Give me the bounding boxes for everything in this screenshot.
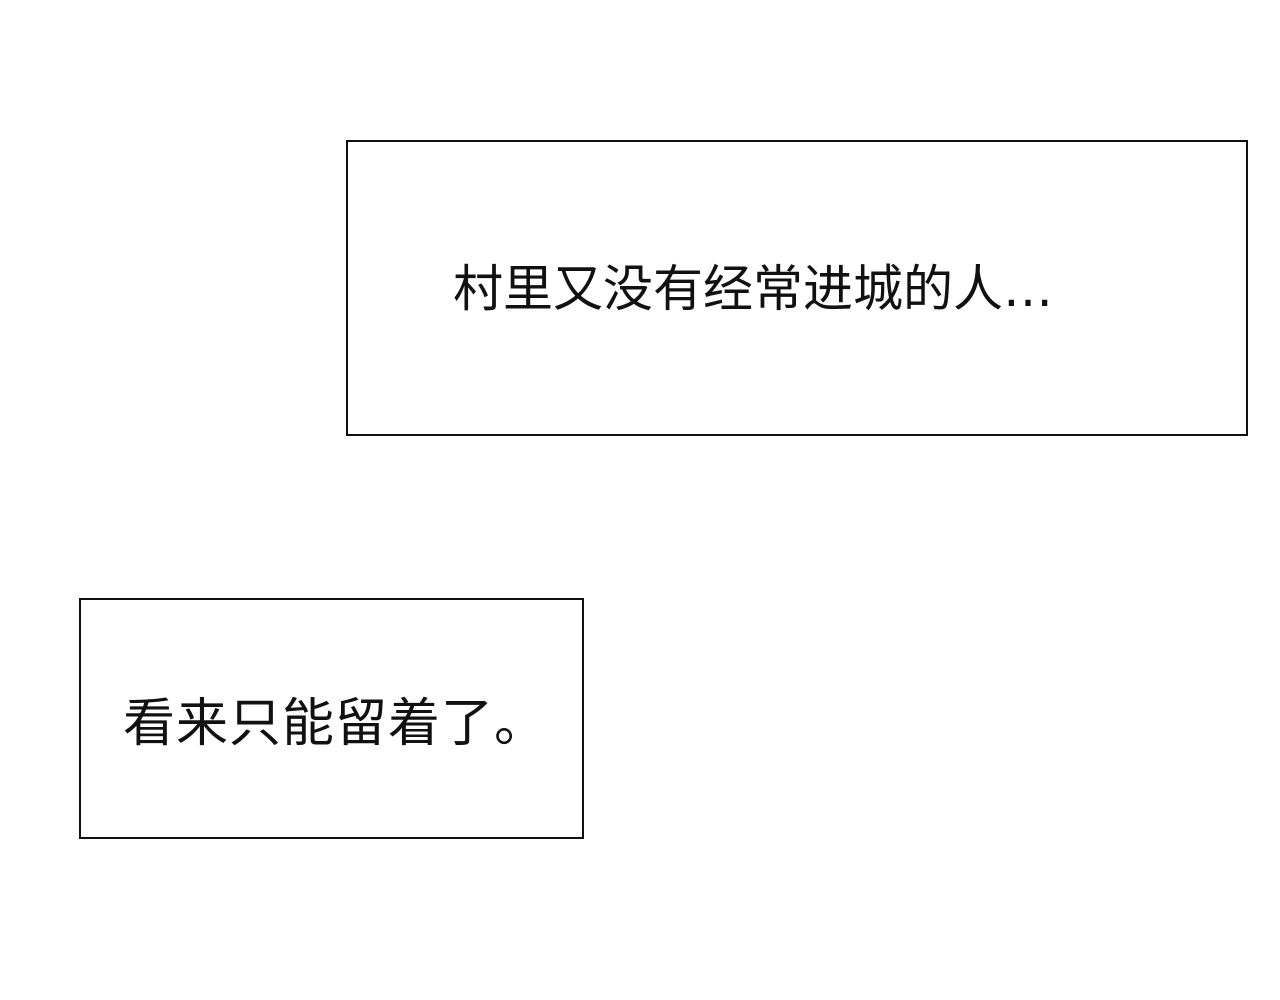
caption-box-2: 看来只能留着了。 bbox=[79, 598, 584, 839]
caption-text-1: 村里又没有经常进城的人… bbox=[453, 260, 1053, 318]
caption-box-1: 村里又没有经常进城的人… bbox=[346, 140, 1248, 436]
caption-text-2: 看来只能留着了。 bbox=[123, 694, 548, 754]
